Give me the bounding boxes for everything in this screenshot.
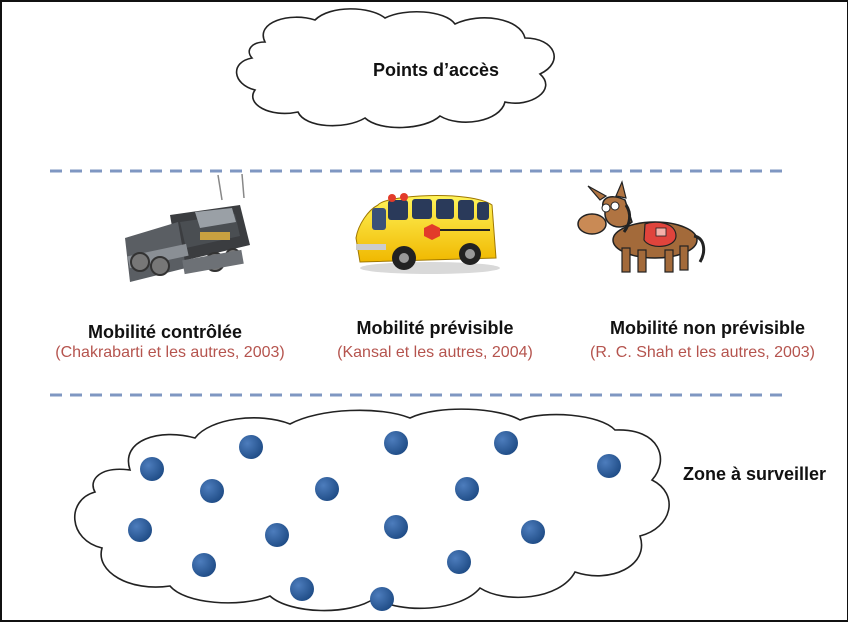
school-bus-icon (355, 193, 500, 274)
sensor-node (200, 479, 224, 503)
sensor-node (140, 457, 164, 481)
sensor-node (455, 477, 479, 501)
sensor-node (494, 431, 518, 455)
sensor-node (239, 435, 263, 459)
sensor-node (597, 454, 621, 478)
mobility-controlled-reference: (Chakrabarti et les autres, 2003) (55, 344, 285, 361)
sensor-node (384, 515, 408, 539)
sensor-node (290, 577, 314, 601)
sensor-node (447, 550, 471, 574)
mobility-predictable-reference: (Kansal et les autres, 2004) (337, 344, 533, 361)
sensor-node (370, 587, 394, 611)
access-points-label: Points d’accès (372, 60, 500, 80)
mobility-unpredictable-reference: (R. C. Shah et les autres, 2003) (590, 344, 815, 361)
robot-vehicle-icon (125, 173, 250, 282)
sensor-node (192, 553, 216, 577)
sensor-node (128, 518, 152, 542)
zone-cloud (73, 408, 670, 612)
zone-label: Zone à surveiller (683, 464, 827, 484)
sensor-node (265, 523, 289, 547)
sensor-node (384, 431, 408, 455)
donkey-icon (577, 180, 706, 273)
sensor-node (521, 520, 545, 544)
sensor-nodes (128, 431, 621, 611)
sensor-node (315, 477, 339, 501)
mobility-predictable-title: Mobilité prévisible (356, 318, 514, 338)
mobility-controlled-title: Mobilité contrôlée (87, 322, 242, 342)
access-point-cloud (235, 8, 555, 129)
mobility-unpredictable-title: Mobilité non prévisible (609, 318, 806, 338)
